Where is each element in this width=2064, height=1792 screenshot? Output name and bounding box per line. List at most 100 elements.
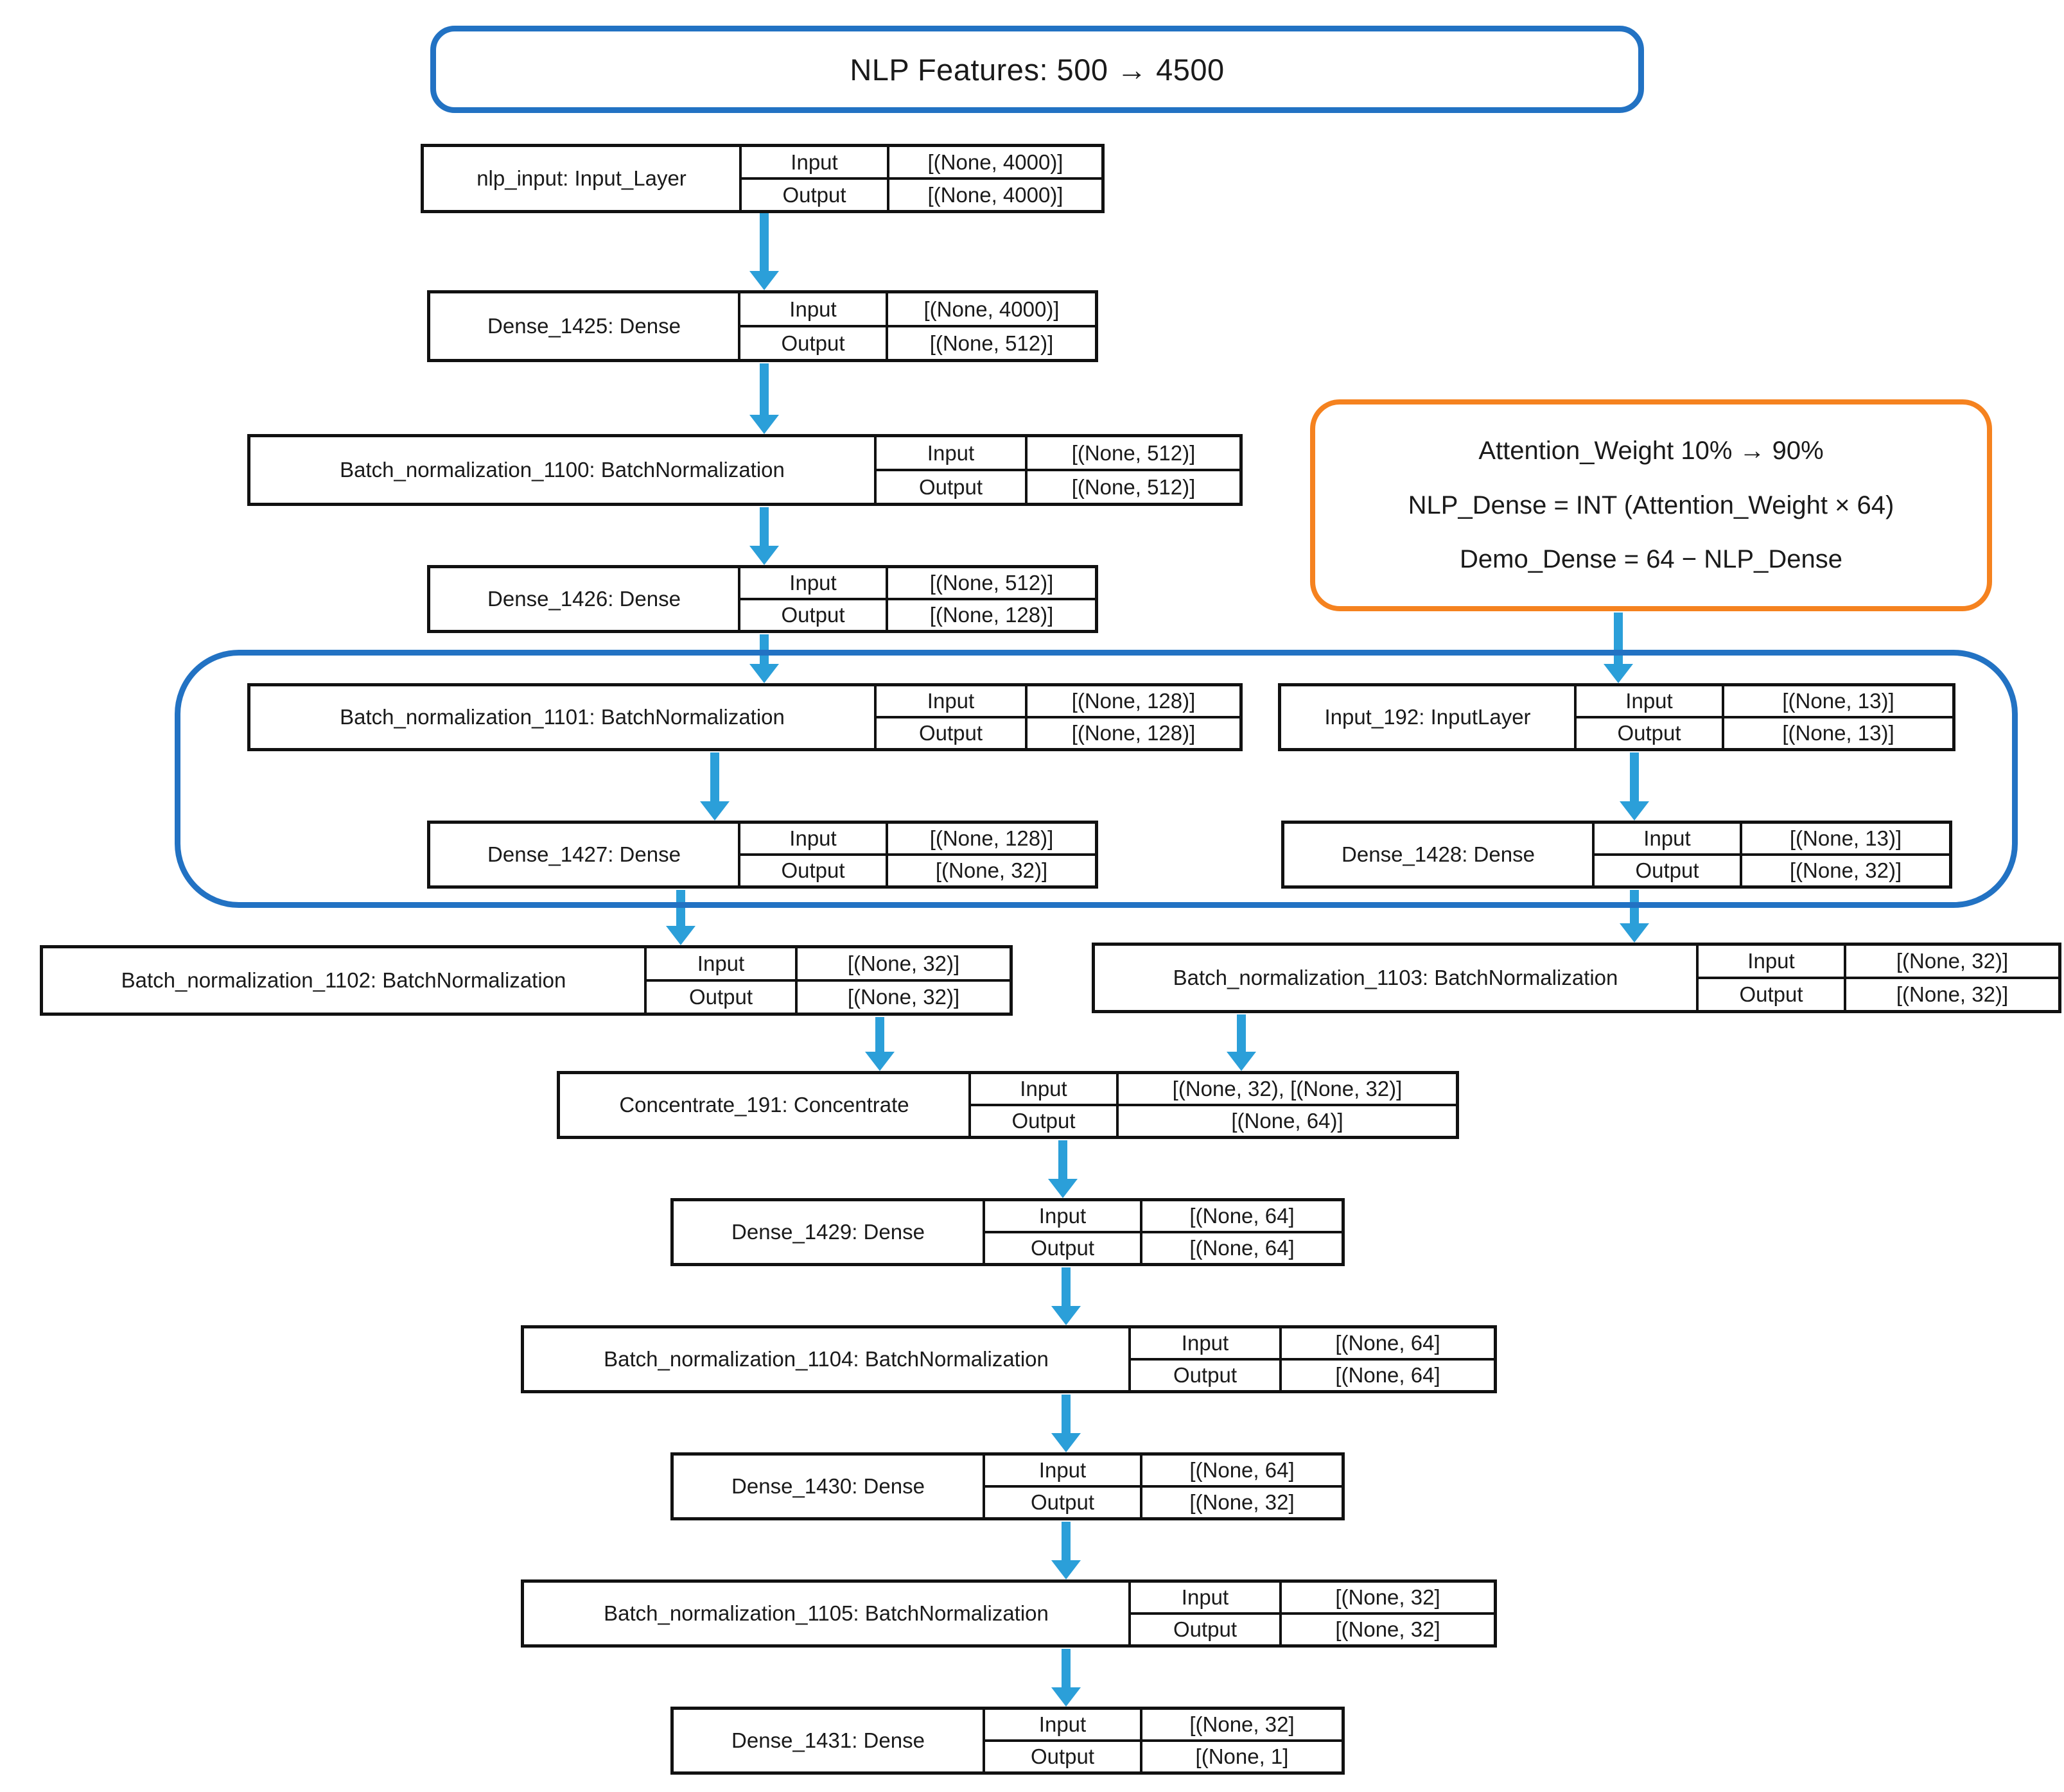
input-shape: [(None, 64] <box>1282 1328 1494 1361</box>
io-shape-column: [(None, 512)] [(None, 128)] <box>888 568 1095 630</box>
flow-arrow-bn-1101-to-dense-1427 <box>700 752 730 821</box>
io-label-column: Input Output <box>985 1456 1142 1517</box>
io-shape-column: [(None, 128)] [(None, 32)] <box>888 824 1095 885</box>
layer-name: Dense_1429: Dense <box>674 1201 985 1263</box>
input-shape: [(None, 64] <box>1142 1201 1342 1233</box>
layer-name: Batch_normalization_1105: BatchNormaliza… <box>524 1583 1131 1644</box>
io-shape-column: [(None, 32), [(None, 32)] [(None, 64)] <box>1119 1074 1456 1136</box>
node-batch-normalization-1105: Batch_normalization_1105: BatchNormaliza… <box>521 1579 1497 1648</box>
flow-arrow-dense-1429-to-bn-1104 <box>1051 1267 1081 1325</box>
layer-name: Batch_normalization_1104: BatchNormaliza… <box>524 1328 1131 1390</box>
output-shape: [(None, 1] <box>1195 1744 1289 1768</box>
node-concentrate-191: Concentrate_191: Concentrate Input Outpu… <box>557 1071 1459 1139</box>
io-label-column: Input Output <box>971 1074 1119 1136</box>
input-shape: [(None, 32)] <box>798 948 1010 982</box>
input-label: Input <box>1577 686 1722 718</box>
output-label: Output <box>1617 721 1681 745</box>
flow-arrow-bn-1104-to-dense-1430 <box>1051 1395 1081 1452</box>
node-dense-1429: Dense_1429: Dense Input Output [(None, 6… <box>670 1198 1345 1266</box>
input-label: Input <box>877 437 1025 471</box>
node-batch-normalization-1102: Batch_normalization_1102: BatchNormaliza… <box>40 945 1013 1016</box>
output-label: Output <box>781 858 845 882</box>
io-shape-column: [(None, 64] [(None, 32] <box>1142 1456 1342 1517</box>
flow-arrow-nlp-input-to-dense-1425 <box>749 213 779 290</box>
layer-name: Dense_1431: Dense <box>674 1710 985 1771</box>
input-shape: [(None, 32] <box>1282 1583 1494 1615</box>
layer-name: Input_192: InputLayer <box>1281 686 1577 748</box>
io-shape-column: [(None, 4000)] [(None, 512)] <box>888 293 1095 359</box>
output-shape: [(None, 128)] <box>1071 721 1196 745</box>
output-shape: [(None, 32)] <box>935 858 1048 882</box>
io-shape-column: [(None, 128)] [(None, 128)] <box>1028 686 1239 748</box>
io-label-column: Input Output <box>877 437 1028 503</box>
flow-arrow-annotation-to-input-192 <box>1604 613 1633 683</box>
io-label-column: Input Output <box>985 1201 1142 1263</box>
layer-name: Batch_normalization_1102: BatchNormaliza… <box>43 948 647 1013</box>
input-label: Input <box>740 824 886 856</box>
input-label: Input <box>1131 1583 1279 1615</box>
input-shape: [(None, 512)] <box>888 568 1095 600</box>
input-label: Input <box>1699 946 1844 979</box>
output-shape: [(None, 13)] <box>1782 721 1894 745</box>
node-dense-1430: Dense_1430: Dense Input Output [(None, 6… <box>670 1452 1345 1520</box>
input-shape: [(None, 128)] <box>1028 686 1239 718</box>
io-shape-column: [(None, 13)] [(None, 32)] <box>1742 824 1949 885</box>
io-label-column: Input Output <box>742 147 889 210</box>
input-label: Input <box>985 1710 1140 1742</box>
input-shape: [(None, 32), [(None, 32)] <box>1119 1074 1456 1106</box>
output-label: Output <box>1173 1617 1238 1641</box>
io-shape-column: [(None, 4000)] [(None, 4000)] <box>889 147 1101 210</box>
io-shape-column: [(None, 13)] [(None, 13)] <box>1724 686 1952 748</box>
input-shape: [(None, 4000)] <box>888 293 1095 327</box>
flow-arrow-bn-1102-to-concentrate <box>865 1017 895 1071</box>
io-label-column: Input Output <box>1595 824 1742 885</box>
output-label: Output <box>918 721 983 745</box>
output-label: Output <box>1030 1744 1095 1768</box>
node-dense-1431: Dense_1431: Dense Input Output [(None, 3… <box>670 1707 1345 1775</box>
output-shape: [(None, 32] <box>1189 1490 1295 1514</box>
io-label-column: Input Output <box>877 686 1028 748</box>
output-label: Output <box>1030 1490 1095 1514</box>
input-label: Input <box>877 686 1025 718</box>
node-dense-1427: Dense_1427: Dense Input Output [(None, 1… <box>427 821 1098 889</box>
input-label: Input <box>647 948 795 982</box>
layer-name: Dense_1430: Dense <box>674 1456 985 1517</box>
output-shape: [(None, 32)] <box>847 985 960 1009</box>
output-shape: [(None, 64)] <box>1231 1109 1343 1133</box>
input-shape: [(None, 32)] <box>1846 946 2058 979</box>
io-label-column: Input Output <box>1577 686 1724 748</box>
layer-name: nlp_input: Input_Layer <box>424 147 742 210</box>
node-dense-1425: Dense_1425: Dense Input Output [(None, 4… <box>427 290 1098 362</box>
input-shape: [(None, 13)] <box>1742 824 1949 856</box>
output-shape: [(None, 512)] <box>1071 474 1196 499</box>
node-dense-1428: Dense_1428: Dense Input Output [(None, 1… <box>1281 821 1952 889</box>
output-shape: [(None, 64] <box>1189 1236 1295 1260</box>
io-label-column: Input Output <box>985 1710 1142 1771</box>
output-shape: [(None, 128)] <box>929 603 1054 627</box>
node-nlp-input: nlp_input: Input_Layer Input Output [(No… <box>421 144 1105 213</box>
io-label-column: Input Output <box>1131 1328 1282 1390</box>
layer-name: Dense_1427: Dense <box>430 824 740 885</box>
nlp-features-banner: NLP Features: 500 → 4500 <box>430 26 1644 113</box>
input-label: Input <box>740 293 886 327</box>
input-label: Input <box>740 568 886 600</box>
layer-name: Batch_normalization_1101: BatchNormaliza… <box>250 686 877 748</box>
node-batch-normalization-1100: Batch_normalization_1100: BatchNormaliza… <box>247 434 1243 506</box>
input-label: Input <box>1131 1328 1279 1361</box>
output-shape: [(None, 32] <box>1335 1617 1440 1641</box>
io-label-column: Input Output <box>740 824 888 885</box>
flow-arrow-concentrate-to-dense-1429 <box>1048 1140 1078 1198</box>
io-shape-column: [(None, 32)] [(None, 32)] <box>1846 946 2058 1010</box>
io-shape-column: [(None, 32] [(None, 1] <box>1142 1710 1342 1771</box>
layer-name: Dense_1425: Dense <box>430 293 740 359</box>
flow-arrow-dense-1425-to-bn-1100 <box>749 363 779 434</box>
output-label: Output <box>781 331 845 355</box>
flow-arrow-dense-1426-to-bn-1101 <box>749 634 779 683</box>
output-label: Output <box>1173 1363 1238 1387</box>
output-shape: [(None, 4000)] <box>927 182 1063 207</box>
input-shape: [(None, 128)] <box>888 824 1095 856</box>
layer-name: Dense_1428: Dense <box>1284 824 1595 885</box>
input-shape: [(None, 4000)] <box>889 147 1101 180</box>
output-shape: [(None, 32)] <box>1789 858 1902 882</box>
